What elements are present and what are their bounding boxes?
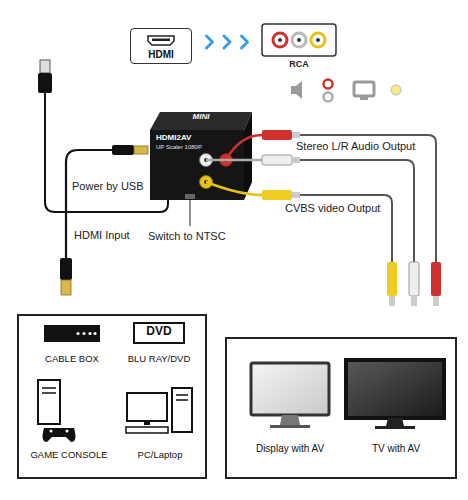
displays-panel bbox=[226, 338, 456, 478]
node-label: BLU RAY/DVD bbox=[118, 354, 200, 364]
game-console-icon bbox=[38, 380, 75, 442]
source-device: GAME CONSOLE bbox=[24, 376, 114, 462]
node-label: RCA bbox=[262, 60, 336, 70]
display-device: Display with AV bbox=[238, 352, 342, 458]
hdmi-icon bbox=[148, 36, 174, 45]
display-device: TV with AV bbox=[344, 352, 448, 458]
callout-label: CVBS video Output bbox=[285, 202, 380, 215]
node-label: CABLE BOX bbox=[30, 354, 114, 364]
callout-label: Switch to NTSC bbox=[148, 230, 226, 243]
signal-arrow bbox=[207, 36, 248, 48]
callout-label: HDMI Input bbox=[74, 229, 130, 242]
rca-cables bbox=[206, 130, 441, 306]
pc-icon bbox=[126, 388, 192, 433]
arrow-chevron bbox=[242, 36, 248, 48]
sources-panel bbox=[18, 315, 206, 478]
callout-label: Power by USB bbox=[72, 180, 144, 193]
node-label: UP Scaler 1080P bbox=[156, 144, 202, 151]
arrow-chevron bbox=[224, 36, 230, 48]
converter-device bbox=[150, 112, 252, 200]
callout-label: Stereo L/R Audio Output bbox=[296, 140, 415, 153]
source-device: DVD BLU RAY/DVD bbox=[118, 321, 200, 366]
node-label: PC/Laptop bbox=[118, 450, 202, 460]
node-label: MINI bbox=[150, 113, 252, 122]
node-label: DVD bbox=[118, 325, 200, 338]
node-label: HDMI bbox=[131, 49, 191, 60]
audio-video-icons bbox=[291, 80, 401, 102]
source-device: CABLE BOX bbox=[30, 322, 114, 366]
converter-box: MINI HDMI2AVUP Scaler 1080P bbox=[150, 110, 252, 202]
tv-icon bbox=[346, 360, 444, 429]
arrow-chevron bbox=[207, 36, 213, 48]
leader-line bbox=[190, 200, 191, 226]
node-label: TV with AV bbox=[344, 443, 448, 454]
rca-box: RCA bbox=[262, 24, 336, 74]
display-icon bbox=[251, 363, 329, 428]
node-label: HDMI2AV bbox=[156, 134, 191, 143]
cable-box-icon bbox=[44, 325, 100, 342]
source-device: PC/Laptop bbox=[118, 376, 202, 462]
rca-box bbox=[262, 24, 336, 56]
hdmi-cable bbox=[60, 145, 148, 295]
hdmi-box: HDMI bbox=[130, 28, 192, 64]
node-label: Display with AV bbox=[238, 443, 342, 454]
node-label: GAME CONSOLE bbox=[24, 450, 114, 460]
